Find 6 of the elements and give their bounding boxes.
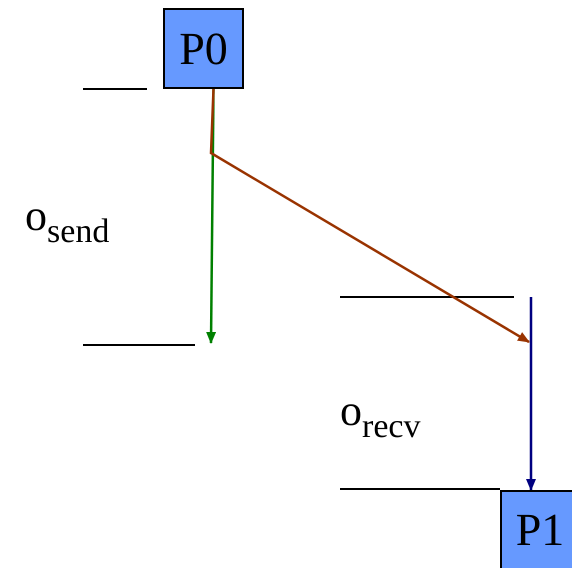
arrow	[210, 88, 530, 344]
process-box: P1	[500, 490, 572, 568]
process-box: P0	[163, 8, 244, 89]
overhead-label: o$_{recv}$	[340, 385, 421, 446]
arrow	[526, 297, 536, 491]
overhead-label: o$_{send}$	[25, 190, 110, 251]
